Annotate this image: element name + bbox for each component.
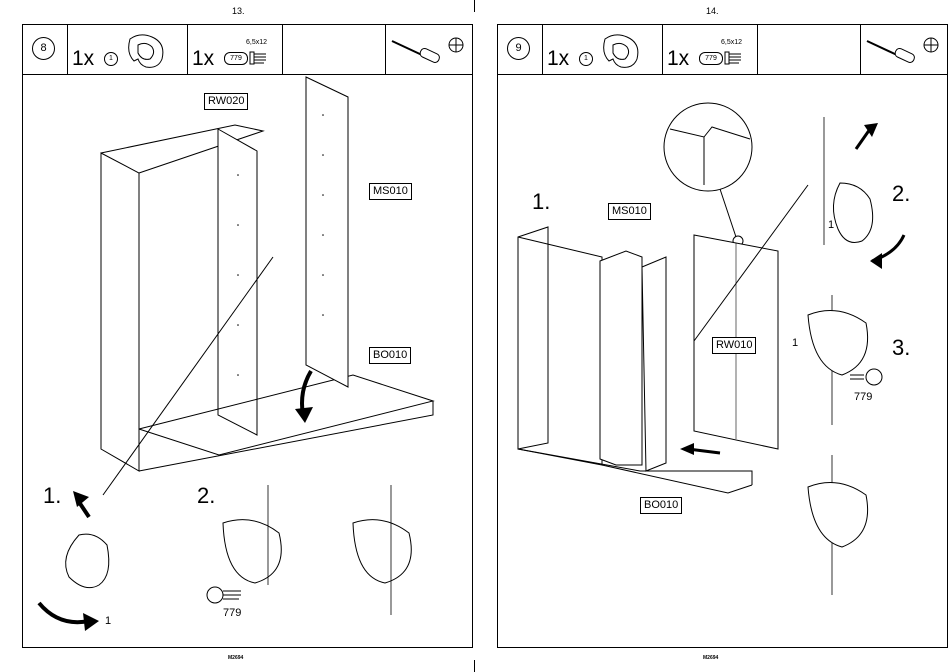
substep-1: 1. — [532, 189, 550, 215]
step-8-assembly-drawing — [23, 25, 474, 649]
substep-2: 2. — [892, 181, 910, 207]
screw-number: 779 — [223, 607, 241, 619]
page-code-left: M2694 — [228, 655, 243, 661]
step-8-panel: 8 1x 1 1x 6,5x12 779 — [22, 24, 473, 648]
label-ms010: MS010 — [608, 203, 651, 220]
substep-1: 1. — [43, 483, 61, 509]
crop-mark-top — [474, 0, 475, 12]
screw-number: 779 — [854, 391, 872, 403]
substep-2: 2. — [197, 483, 215, 509]
page-number-left: 13. — [232, 6, 245, 16]
bracket-number-b: 1 — [792, 337, 798, 349]
label-ms010: MS010 — [369, 183, 412, 200]
label-rw010: RW010 — [712, 337, 756, 354]
crop-mark-bottom — [474, 660, 475, 672]
label-bo010: BO010 — [640, 497, 682, 514]
bracket-number: 1 — [105, 615, 111, 627]
label-rw020: RW020 — [204, 93, 248, 110]
step-9-panel: 9 1x 1 1x 6,5x12 779 — [497, 24, 948, 648]
bracket-number-a: 1 — [828, 219, 834, 231]
substep-3: 3. — [892, 335, 910, 361]
label-bo010: BO010 — [369, 347, 411, 364]
page-code-right: M2694 — [703, 655, 718, 661]
page-number-right: 14. — [706, 6, 719, 16]
